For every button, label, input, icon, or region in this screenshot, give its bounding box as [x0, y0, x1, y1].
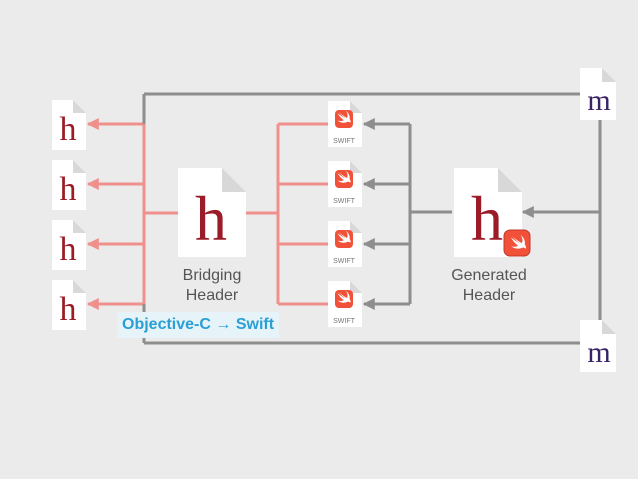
objc-implementation-file-1: m [580, 68, 616, 120]
objc-header-letter: h [60, 171, 77, 208]
swift-file-4: SWIFT [328, 281, 362, 327]
swift-file-label: SWIFT [333, 138, 355, 145]
objc-header-file-2: h [52, 160, 86, 210]
arrow-right-icon: → [215, 316, 232, 333]
swift-to-objc-connectors [142, 92, 602, 345]
objc-to-swift-banner: Objective-C → Swift [117, 312, 280, 338]
bridging-header-letter: h [195, 183, 227, 254]
swift-file-label: SWIFT [333, 318, 355, 325]
objc-header-file-1: h [52, 100, 86, 150]
swift-logo-icon [335, 110, 353, 128]
swift-logo-icon [335, 170, 353, 188]
swift-file-3: SWIFT [328, 221, 362, 267]
swift-file-2: SWIFT [328, 161, 362, 207]
swift-logo-icon [335, 290, 353, 308]
generated-header-file: h [454, 168, 531, 257]
objc-implementation-letter: m [587, 84, 610, 117]
objc-header-file-4: h [52, 280, 86, 330]
objc-header-letter: h [60, 111, 77, 148]
bridging-header-caption-line1: Bridging [182, 267, 242, 284]
swift-logo-icon [335, 230, 353, 248]
objc-to-swift-connectors [86, 118, 328, 310]
swift-file-label: SWIFT [333, 258, 355, 265]
objc-implementation-letter: m [587, 336, 610, 369]
generated-header-caption: Generated Header [437, 266, 541, 306]
objc-header-letter: h [60, 231, 77, 268]
objc-header-letter: h [60, 291, 77, 328]
swift-file-label: SWIFT [333, 198, 355, 205]
generated-header-caption-line2: Header [462, 287, 516, 304]
generated-header-caption-line1: Generated [451, 267, 527, 284]
generated-header-letter: h [471, 183, 503, 254]
swift-file-1: SWIFT [328, 101, 362, 147]
objc-implementation-file-2: m [580, 320, 616, 372]
bridging-header-file: h [178, 168, 246, 257]
objc-header-file-3: h [52, 220, 86, 270]
swift-badge-icon [503, 229, 531, 257]
banner-source-label: Objective-C [122, 316, 211, 333]
bridging-header-caption-line2: Header [185, 287, 239, 304]
bridging-header-caption: Bridging Header [162, 266, 262, 306]
banner-target-label: Swift [235, 316, 275, 333]
